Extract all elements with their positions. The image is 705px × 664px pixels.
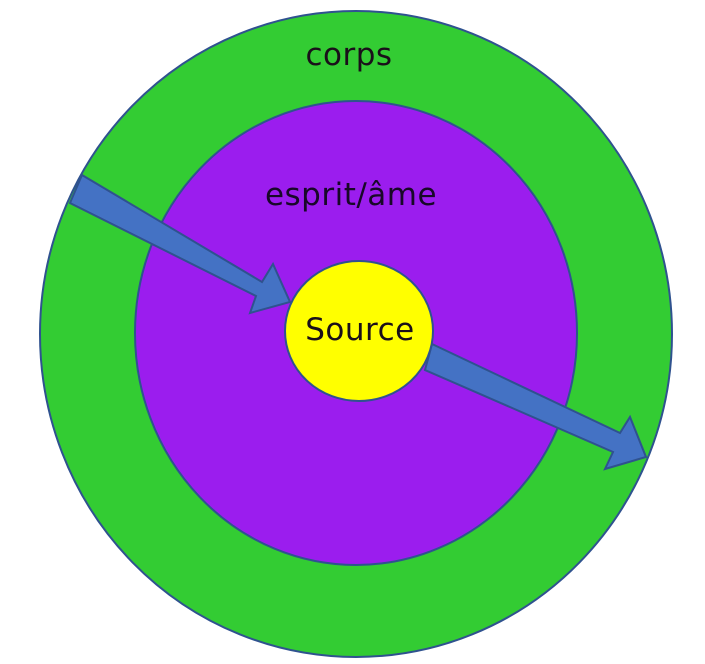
inner-circle-source bbox=[284, 260, 434, 402]
label-source: Source bbox=[305, 312, 415, 348]
arrow-inward-icon bbox=[68, 173, 292, 315]
label-corps: corps bbox=[305, 37, 393, 73]
label-esprit-ame: esprit/âme bbox=[264, 177, 438, 213]
arrow-outward-icon bbox=[423, 342, 648, 471]
